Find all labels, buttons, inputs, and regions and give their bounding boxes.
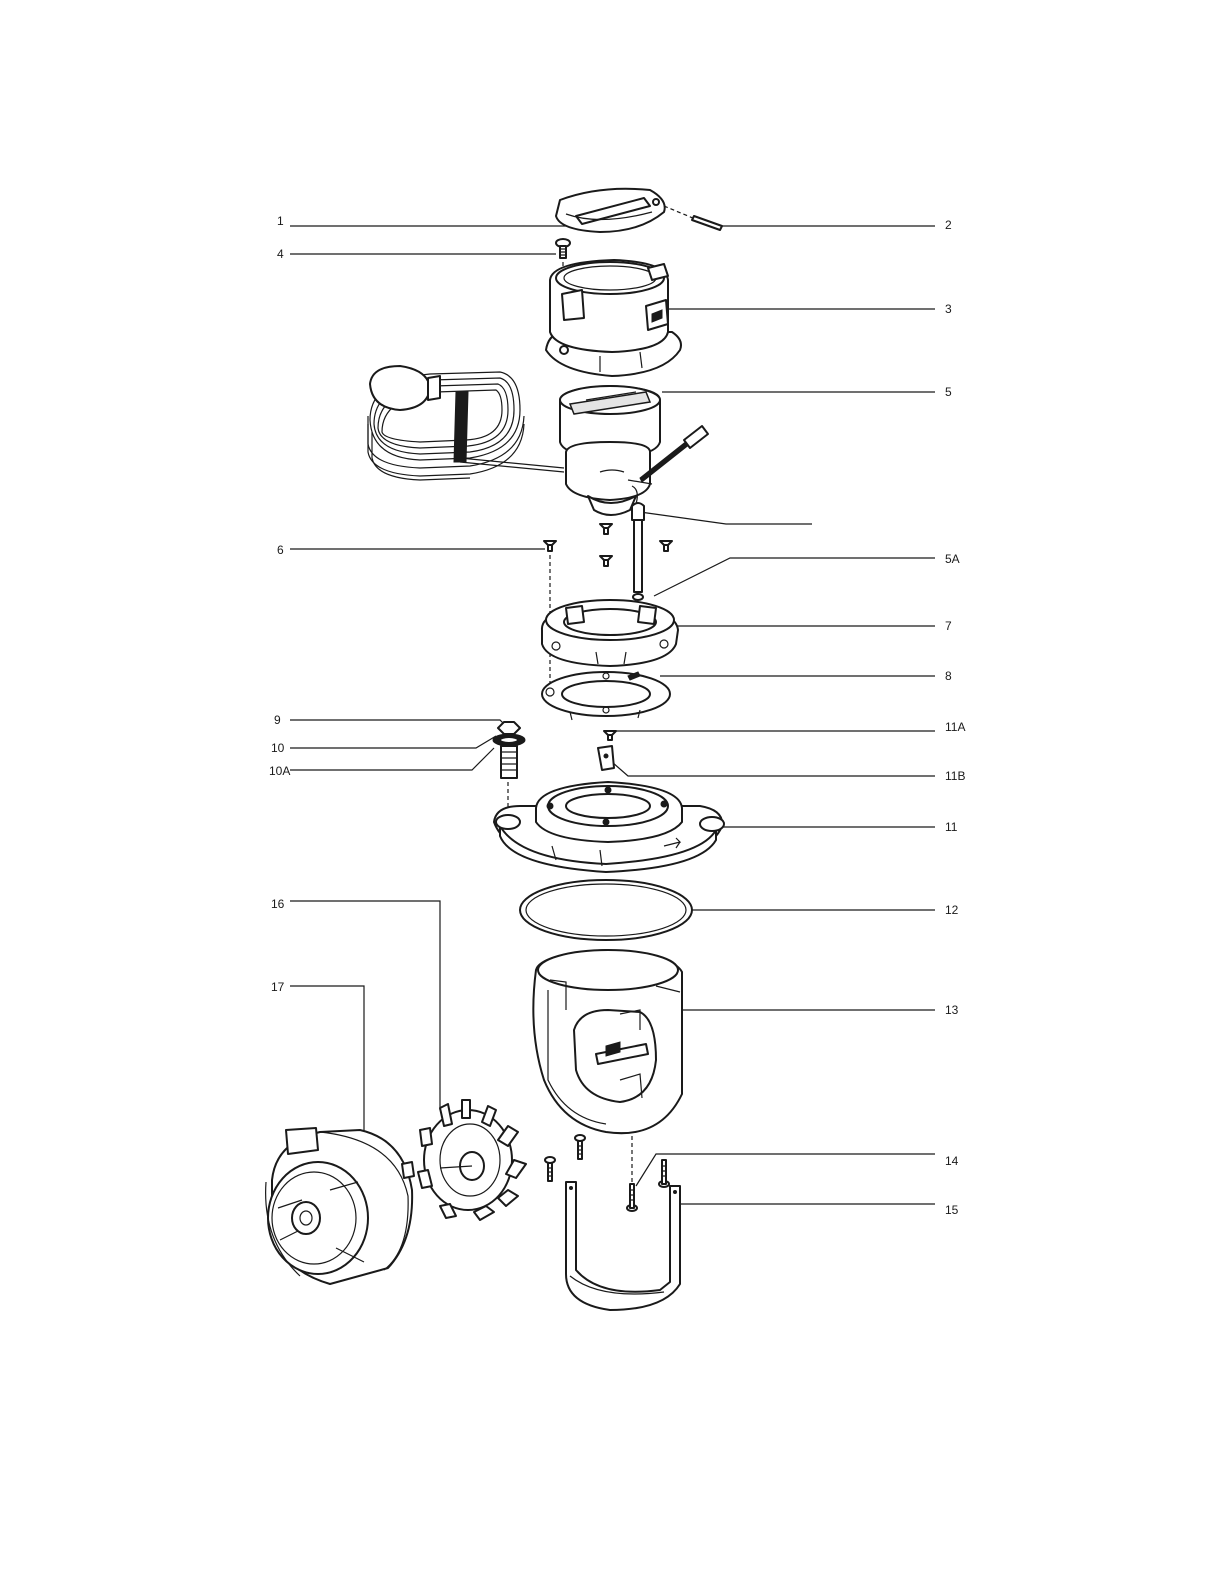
part-4-screw [556, 239, 570, 258]
screw [544, 541, 556, 551]
screw [600, 556, 612, 566]
float-switch-cord [368, 366, 564, 480]
part-1-top-cap [556, 189, 665, 232]
callout-14: 14 [945, 1154, 959, 1168]
leader-5a [654, 558, 935, 596]
part-3-housing [546, 260, 681, 376]
screw [627, 1184, 637, 1211]
leader-10 [290, 736, 496, 748]
part-6-screws [544, 524, 672, 566]
part-11-base-plate [494, 782, 724, 872]
part-8-gasket [542, 672, 670, 720]
callout-11b: 11B [945, 769, 965, 783]
screw [575, 1135, 585, 1159]
callout-7: 7 [945, 619, 952, 633]
callout-17: 17 [271, 980, 285, 994]
screw [600, 524, 612, 534]
callout-15: 15 [945, 1203, 959, 1217]
callout-12: 12 [945, 903, 959, 917]
callout-2: 2 [945, 218, 952, 232]
leader-16 [290, 901, 440, 1110]
callout-10: 10 [271, 741, 285, 755]
leader-14 [636, 1154, 935, 1186]
part-7-mounting-ring [542, 600, 678, 666]
screw [659, 1160, 669, 1187]
callout-11a: 11A [945, 720, 965, 734]
leader-9 [290, 720, 508, 728]
part-15-strap [566, 1182, 680, 1310]
sensor-probe [632, 503, 644, 600]
leader-11b [612, 762, 935, 776]
callout-8: 8 [945, 669, 952, 683]
callout-5: 5 [945, 385, 952, 399]
leader-17 [290, 986, 364, 1134]
screw [660, 541, 672, 551]
callout-5a: 5A [945, 552, 960, 566]
callout-16: 16 [271, 897, 285, 911]
leader-10a [290, 748, 494, 770]
part-17-pump-head [266, 1128, 414, 1284]
part-9-10-drain-plug [493, 722, 525, 778]
part-16-impeller [418, 1100, 526, 1220]
callout-1: 1 [277, 214, 284, 228]
callout-3: 3 [945, 302, 952, 316]
callout-9: 9 [274, 713, 281, 727]
part-12-o-ring [520, 880, 692, 940]
part-2-pin [692, 216, 722, 230]
callout-10a: 10A [269, 764, 290, 778]
part-13-volute-housing [533, 950, 682, 1133]
callout-4: 4 [277, 247, 284, 261]
callout-6: 6 [277, 543, 284, 557]
part-5-motor [560, 386, 708, 515]
part-14-screws [545, 1135, 669, 1211]
callout-11: 11 [945, 820, 958, 834]
part-11a-11b-clip [598, 731, 616, 770]
callout-13: 13 [945, 1003, 959, 1017]
leader-sensor [640, 512, 812, 524]
part-5a-o-ring [633, 594, 643, 600]
screw [545, 1157, 555, 1181]
